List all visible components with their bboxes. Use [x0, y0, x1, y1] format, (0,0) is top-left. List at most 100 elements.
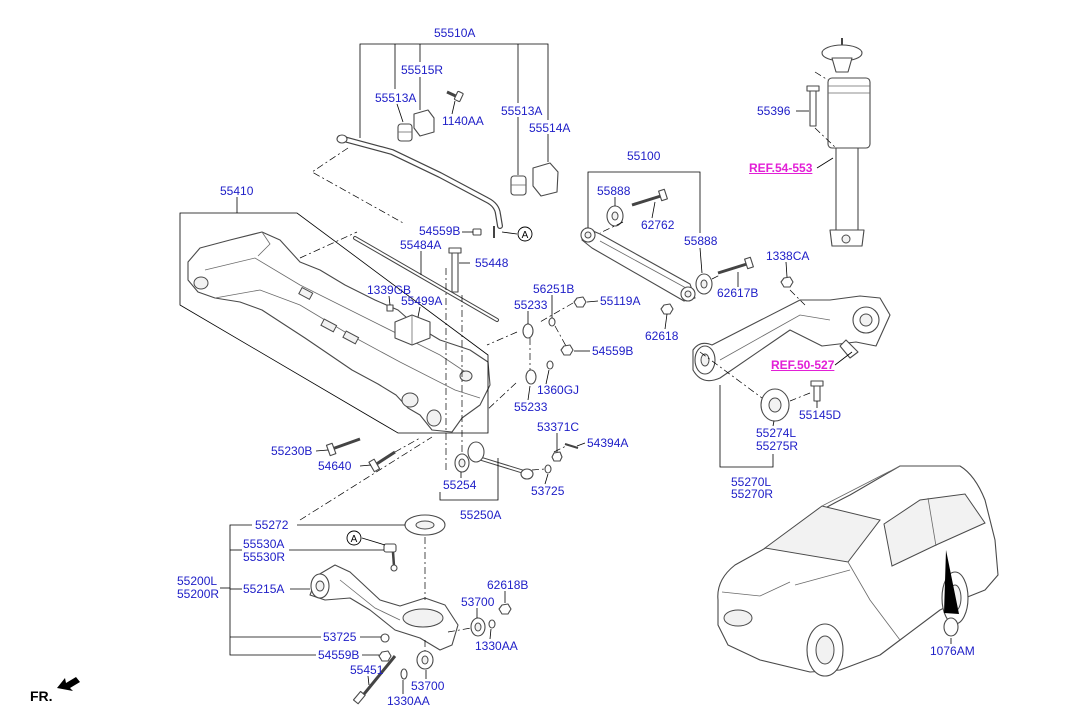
part-callout-55119a[interactable]: 55119A — [600, 294, 641, 308]
lower-arm — [309, 564, 459, 651]
part-callout-54640[interactable]: 54640 — [318, 459, 352, 473]
lower-arm-long-bolt — [352, 655, 397, 705]
part-callout-53700[interactable]: 53700 — [411, 679, 445, 693]
part-callout-54559b[interactable]: 54559B — [419, 224, 461, 238]
part-callout-1330aa[interactable]: 1330AA — [475, 639, 518, 653]
part-callout-55270r[interactable]: 55270R — [731, 487, 774, 501]
link-washer — [544, 464, 552, 474]
shock-absorber — [821, 38, 871, 247]
spring-seat — [404, 514, 446, 536]
part-callout-55530r[interactable]: 55530R — [243, 550, 286, 564]
part-callout-55499a[interactable]: 55499A — [401, 294, 443, 308]
part-callout-55451[interactable]: 55451 — [350, 663, 384, 677]
part-callout-53700[interactable]: 53700 — [461, 595, 495, 609]
assist-link-bushing — [454, 453, 470, 473]
guide-line — [599, 221, 624, 234]
guide-line — [486, 382, 517, 411]
washer-middle — [546, 360, 554, 370]
part-callout-55275r[interactable]: 55275R — [756, 439, 799, 453]
part-callout-55513a[interactable]: 55513A — [375, 91, 417, 105]
outer-bushing-lower — [416, 650, 434, 670]
part-callout-55510a[interactable]: 55510A — [434, 26, 476, 40]
mounting-bolt-vertical — [448, 247, 462, 293]
lower-arm-washer — [380, 633, 390, 643]
nut-middle — [560, 344, 574, 356]
leader-line — [229, 524, 316, 656]
part-callout-55233[interactable]: 55233 — [514, 298, 548, 312]
part-callout-62617b[interactable]: 62617B — [717, 286, 759, 300]
outer-bushing-upper — [470, 617, 486, 637]
part-callout-55513a[interactable]: 55513A — [501, 104, 543, 118]
marker-a-leader — [501, 231, 518, 235]
part-callout-55233[interactable]: 55233 — [514, 400, 548, 414]
part-callout-62762[interactable]: 62762 — [641, 218, 675, 232]
leader-line — [772, 420, 775, 427]
part-callout-55200l[interactable]: 55200L — [177, 574, 218, 588]
stabilizer-link-pin — [472, 226, 495, 238]
crossmember-group-outline — [179, 212, 489, 434]
svg-text:A: A — [351, 534, 358, 545]
part-callout-54559b[interactable]: 54559B — [592, 344, 634, 358]
part-callout-55515r[interactable]: 55515R — [401, 63, 444, 77]
leader-line — [451, 100, 456, 115]
part-callout-53371c[interactable]: 53371C — [537, 420, 580, 434]
part-callout-62618b[interactable]: 62618B — [487, 578, 529, 592]
carrier-nut — [780, 276, 794, 288]
part-callout-55530a[interactable]: 55530A — [243, 537, 285, 551]
part-callout-55396[interactable]: 55396 — [757, 104, 791, 118]
guide-line — [789, 289, 806, 306]
part-callout-55888[interactable]: 55888 — [597, 184, 631, 198]
part-callout-55254[interactable]: 55254 — [443, 478, 477, 492]
part-callout-55410[interactable]: 55410 — [220, 184, 254, 198]
leader-line — [315, 449, 329, 452]
part-callout-56251b[interactable]: 56251B — [533, 282, 575, 296]
part-callout-62618[interactable]: 62618 — [645, 329, 679, 343]
bushing-upper — [522, 323, 534, 339]
leader-line — [489, 628, 492, 640]
washer-upper — [548, 317, 556, 327]
part-callout-1360gj[interactable]: 1360GJ — [537, 383, 580, 397]
leader-line — [586, 300, 599, 303]
leader-line — [664, 313, 668, 330]
nut-upper — [573, 296, 587, 308]
part-callout-1330aa[interactable]: 1330AA — [387, 694, 430, 708]
arm-nut — [660, 303, 674, 315]
part-callout-55484a[interactable]: 55484A — [400, 238, 442, 252]
part-callout-53725[interactable]: 53725 — [531, 484, 565, 498]
leader-line — [816, 157, 834, 169]
part-callout-1338ca[interactable]: 1338CA — [766, 249, 810, 263]
part-callout-55230b[interactable]: 55230B — [271, 444, 313, 458]
part-callout-55270l[interactable]: 55270L — [731, 475, 772, 489]
part-callout-55448[interactable]: 55448 — [475, 256, 509, 270]
arm-bolt-inner — [631, 188, 668, 207]
part-callout-55272[interactable]: 55272 — [255, 518, 289, 532]
part-callout-55274l[interactable]: 55274L — [756, 426, 797, 440]
part-callout-55100[interactable]: 55100 — [627, 149, 661, 163]
part-callout-53725[interactable]: 53725 — [323, 630, 357, 644]
part-callout-1076am[interactable]: 1076AM — [930, 644, 975, 658]
part-callout-55514a[interactable]: 55514A — [529, 121, 571, 135]
part-callout-55200r[interactable]: 55200R — [177, 587, 220, 601]
part-callout-55145d[interactable]: 55145D — [799, 408, 842, 422]
part-callout-55215a[interactable]: 55215A — [243, 582, 285, 596]
callout-marker-a-lower: A — [346, 530, 362, 546]
lower-arm-bushing — [310, 573, 330, 599]
part-callout-54394a[interactable]: 54394A — [587, 436, 629, 450]
crossmember-bolt-rear — [368, 450, 396, 473]
reference-link-shock-absorber[interactable]: REF.54-553 — [749, 161, 813, 175]
plug-part — [943, 617, 959, 637]
stabilizer-bushing-left — [397, 123, 413, 142]
stabilizer-bracket-left — [413, 109, 435, 137]
reference-link-carrier[interactable]: REF.50-527 — [771, 358, 835, 372]
part-callout-54559b[interactable]: 54559B — [318, 648, 360, 662]
part-callout-1140aa[interactable]: 1140AA — [442, 114, 484, 128]
leader-line — [545, 369, 550, 385]
part-callout-1339gb[interactable]: 1339GB — [367, 283, 412, 297]
part-callout-55888[interactable]: 55888 — [684, 234, 718, 248]
location-pointer — [944, 550, 959, 614]
part-callout-55250a[interactable]: 55250A — [460, 508, 502, 522]
guide-line — [711, 274, 721, 280]
stabilizer-bar — [336, 134, 503, 229]
callout-marker-a-upper: A — [517, 226, 533, 242]
